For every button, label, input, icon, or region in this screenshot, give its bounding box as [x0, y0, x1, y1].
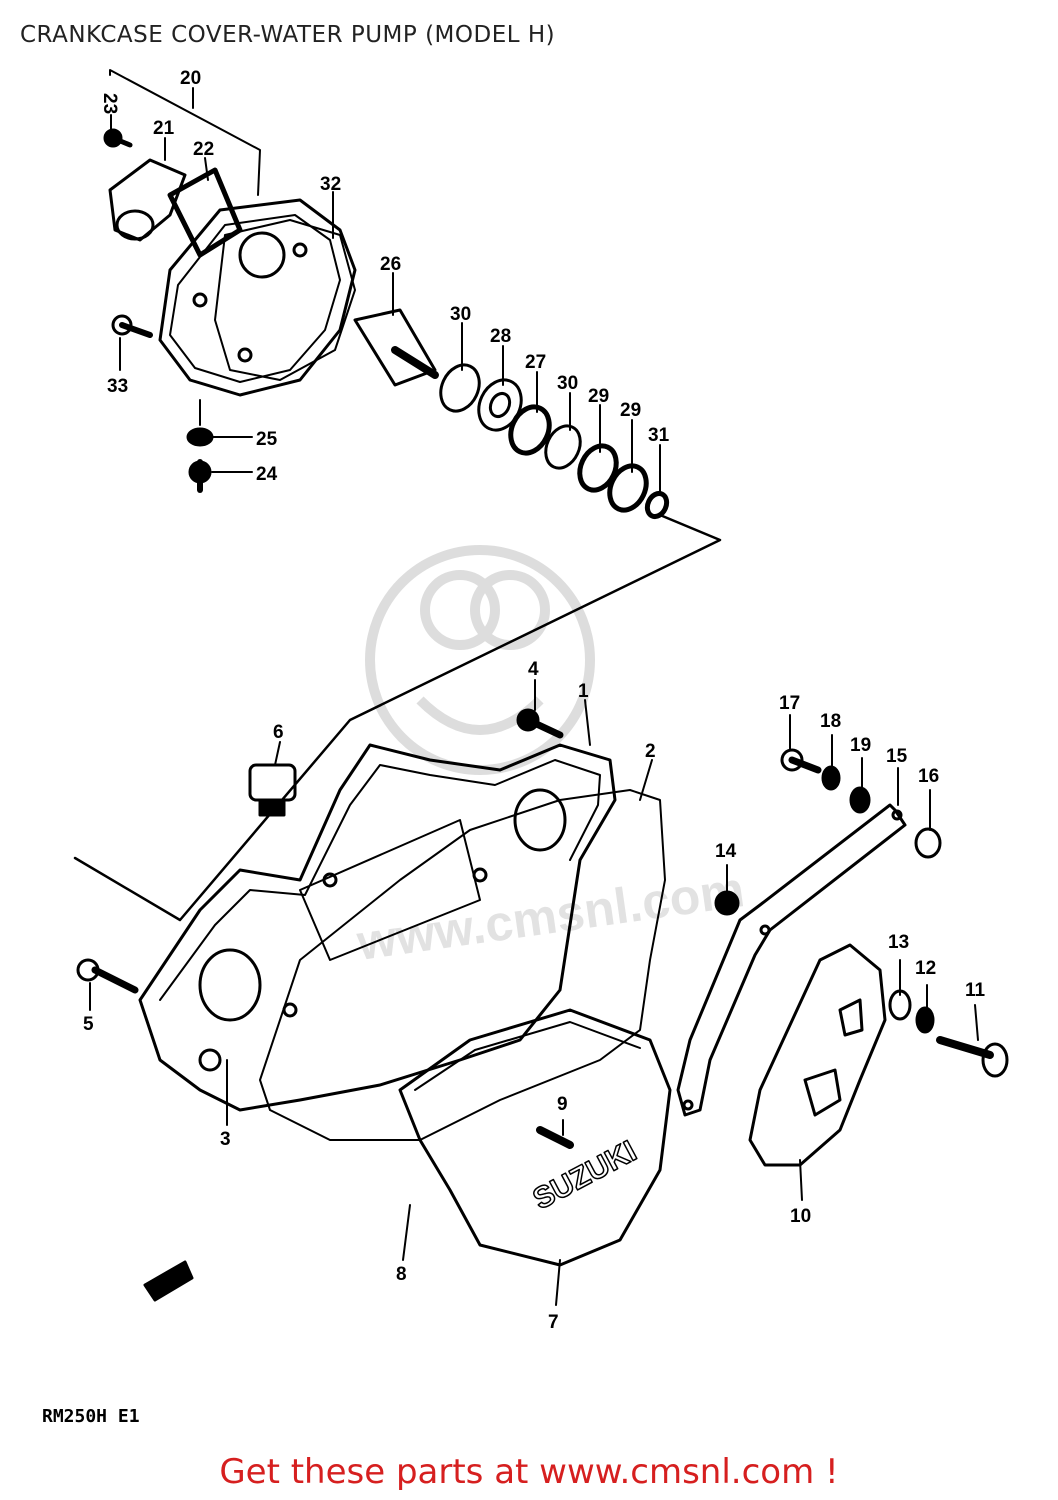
seal-30a — [439, 363, 481, 413]
washer-12 — [915, 1006, 935, 1034]
callout-21: 21 — [153, 118, 175, 139]
callout-24: 24 — [256, 464, 278, 485]
watermark-text: www.cmsnl.com — [353, 861, 748, 971]
leader-lines — [89, 87, 979, 1306]
bolt-24 — [188, 459, 212, 493]
callout-33: 33 — [107, 376, 128, 397]
guard-plate — [748, 943, 887, 1167]
callout-15: 15 — [886, 746, 908, 767]
bracket — [676, 803, 907, 1117]
callout-4: 4 — [528, 659, 539, 680]
bolt-23 — [103, 128, 133, 148]
bolt-17 — [780, 748, 822, 774]
callout-12: 12 — [915, 958, 936, 979]
assembly-guide-line-bracket — [109, 69, 261, 196]
buy-parts-link[interactable]: Get these parts at www.cmsnl.com ! — [219, 1452, 839, 1492]
callout-28: 28 — [490, 326, 511, 347]
seal-30b — [544, 424, 582, 470]
assembly-guide-line-top — [73, 513, 722, 922]
callout-6: 6 — [273, 722, 284, 743]
washer-18 — [821, 765, 841, 791]
hose — [167, 167, 243, 258]
callout-17: 17 — [779, 693, 800, 714]
callout-20: 20 — [180, 68, 201, 89]
callout-29b: 29 — [620, 400, 641, 421]
callout-3: 3 — [220, 1129, 231, 1150]
callout-labels: 1 2 3 4 5 6 7 8 9 10 11 12 13 14 15 16 1… — [83, 68, 986, 1333]
callout-2: 2 — [645, 741, 656, 762]
callout-9: 9 — [557, 1094, 568, 1115]
callout-10: 10 — [790, 1206, 811, 1227]
seal-27 — [508, 404, 552, 456]
water-pump-case — [158, 198, 357, 397]
water-pump-gasket — [214, 219, 356, 381]
bolt-9 — [536, 1126, 574, 1149]
pump-shaft — [353, 308, 439, 387]
inlet-pipe — [108, 158, 187, 242]
callout-30b: 30 — [557, 373, 578, 394]
bolt-11 — [936, 1036, 1009, 1078]
callout-18: 18 — [820, 711, 841, 732]
clutch-cover: SUZUKI — [398, 1008, 672, 1267]
model-code: RM250H E1 — [42, 1406, 140, 1427]
callout-30a: 30 — [450, 304, 471, 325]
nut-14 — [714, 890, 740, 916]
crankcase-cover — [138, 743, 617, 1112]
callout-32: 32 — [320, 174, 341, 195]
watermark-logo: www.cmsnl.com — [353, 545, 748, 971]
callout-14: 14 — [715, 841, 737, 862]
bolt-4 — [516, 708, 564, 739]
seal-29b — [607, 463, 649, 513]
callout-22: 22 — [193, 139, 214, 160]
callout-26: 26 — [380, 254, 401, 275]
callout-1: 1 — [578, 681, 589, 702]
callout-8: 8 — [396, 1264, 407, 1285]
page-title: CRANKCASE COVER-WATER PUMP (MODEL H) — [20, 22, 556, 48]
washer-25 — [186, 427, 214, 447]
callout-16: 16 — [918, 766, 939, 787]
callout-7: 7 — [548, 1312, 559, 1333]
callout-13: 13 — [888, 932, 909, 953]
cover-gasket — [259, 789, 666, 1141]
callout-5: 5 — [83, 1014, 94, 1035]
callout-25: 25 — [256, 429, 278, 450]
bolt-5 — [76, 958, 139, 994]
seal-31 — [644, 490, 670, 520]
callout-23: 23 — [99, 93, 120, 114]
nut-16 — [914, 827, 942, 859]
callout-27: 27 — [525, 352, 546, 373]
suzuki-logo: SUZUKI — [528, 1135, 642, 1217]
washer-19 — [849, 786, 871, 814]
front-arrow-icon — [143, 1260, 194, 1302]
callout-19: 19 — [850, 735, 871, 756]
oil-filler-cap — [248, 763, 297, 817]
bolt-33 — [111, 314, 153, 338]
callout-11: 11 — [965, 980, 986, 1001]
callout-29a: 29 — [588, 386, 609, 407]
callout-31: 31 — [648, 425, 670, 446]
